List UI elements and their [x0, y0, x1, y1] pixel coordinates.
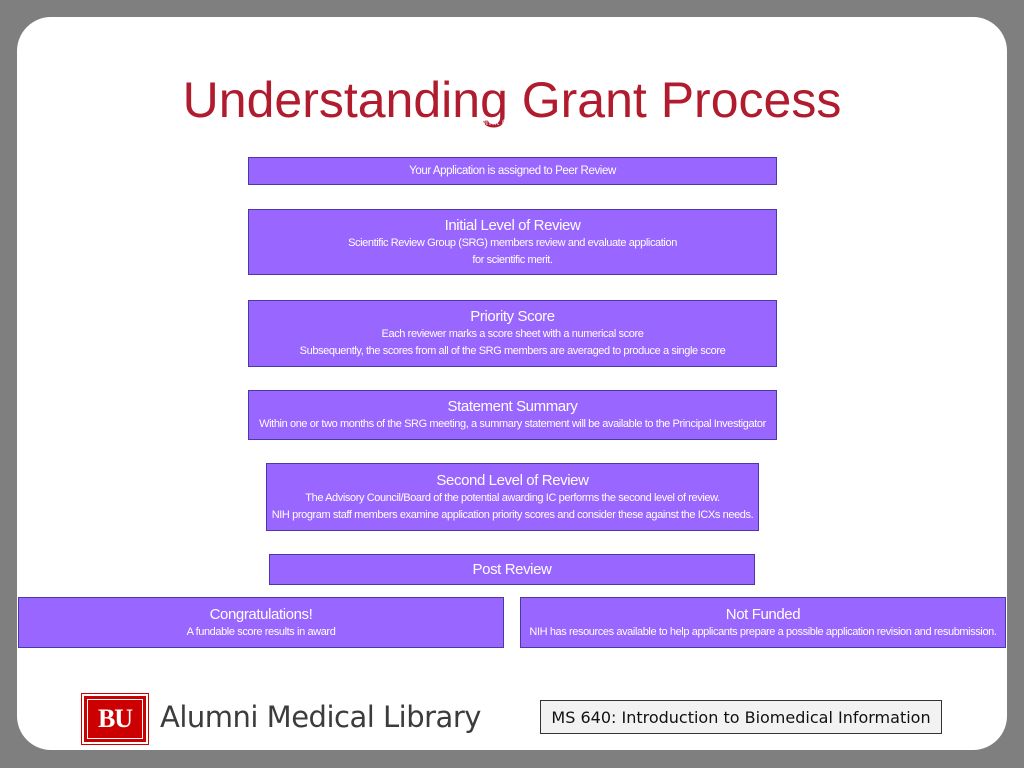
step-heading: Priority Score [470, 308, 555, 325]
step-heading: Post Review [472, 561, 552, 578]
step-statement-summary: Statement Summary Within one or two mont… [248, 390, 777, 440]
bu-logo: BU [82, 694, 148, 744]
step-line: NIH has resources available to help appl… [529, 625, 997, 638]
step-peer-review-assignment: Your Application is assigned to Peer Rev… [248, 157, 777, 185]
step-line: Within one or two months of the SRG meet… [259, 418, 766, 430]
library-name: Alumni Medical Library [160, 700, 481, 734]
step-post-review: Post Review [269, 554, 755, 585]
step-priority-score: Priority Score Each reviewer marks a sco… [248, 300, 777, 367]
step-line: Scientific Review Group (SRG) members re… [348, 236, 677, 249]
step-initial-review: Initial Level of Review Scientific Revie… [248, 209, 777, 275]
step-line: for scientific merit. [472, 253, 553, 266]
step-line: Each reviewer marks a score sheet with a… [381, 328, 644, 340]
step-heading: Congratulations! [209, 605, 313, 623]
step-line: The Advisory Council/Board of the potent… [305, 491, 720, 504]
step-heading: Second Level of Review [436, 471, 589, 489]
outcome-not-funded: Not Funded NIH has resources available t… [520, 597, 1006, 648]
slide-title: Understanding Grant Process [182, 72, 842, 128]
step-line: Subsequently, the scores from all of the… [299, 345, 726, 357]
course-label: MS 640: Introduction to Biomedical Infor… [540, 700, 942, 734]
step-line: NIH program staff members examine applic… [271, 508, 754, 521]
step-line: A fundable score results in award [186, 625, 336, 638]
step-second-review: Second Level of Review The Advisory Coun… [266, 463, 759, 531]
step-heading: Statement Summary [447, 398, 578, 415]
step-line: Your Application is assigned to Peer Rev… [409, 164, 616, 177]
ghost-text: Submit grants [468, 117, 530, 128]
bu-logo-text: BU [87, 699, 143, 739]
step-heading: Initial Level of Review [444, 216, 581, 234]
step-heading: Not Funded [725, 605, 801, 623]
outcome-funded: Congratulations! A fundable score result… [18, 597, 504, 648]
